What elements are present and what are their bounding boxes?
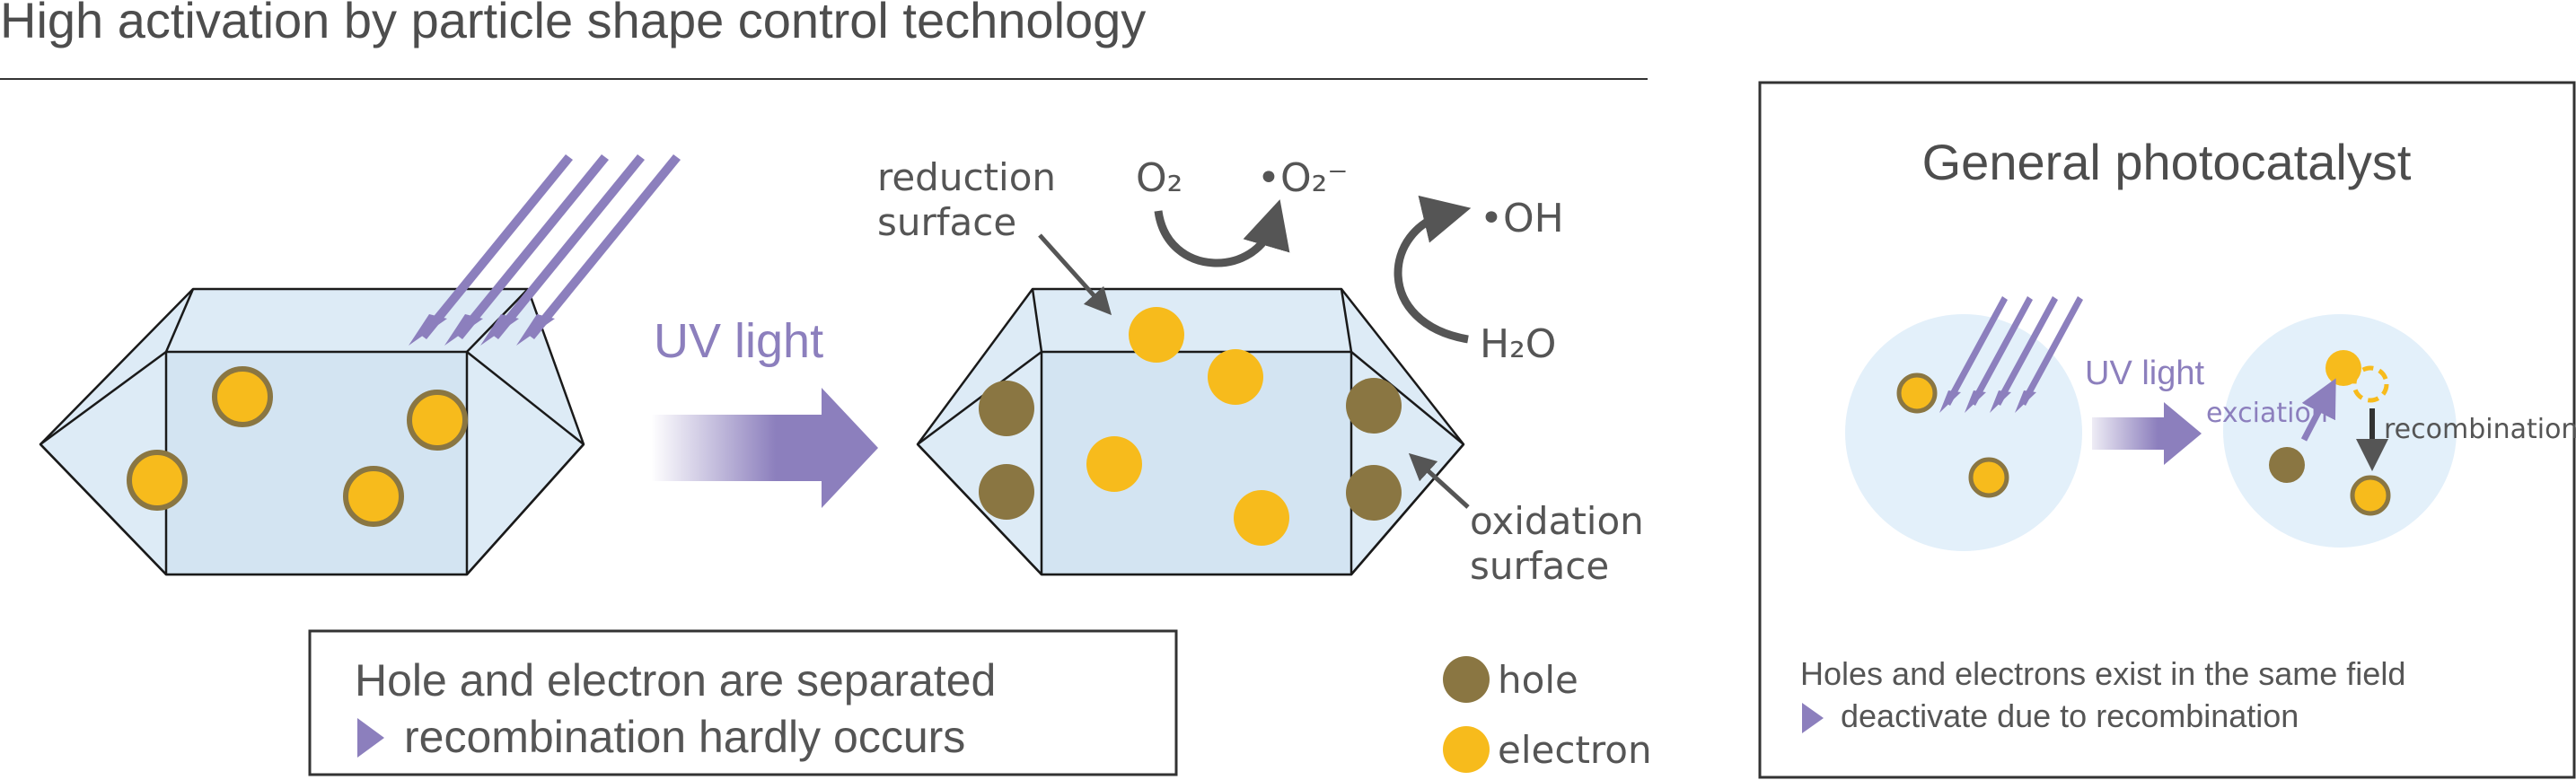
middle-electrons [1086,307,1289,546]
electron-dot [1086,436,1142,492]
legend-hole-label: hole [1498,658,1578,702]
o2-reaction-arrow [1154,199,1290,267]
hole-dot [1346,378,1402,434]
electron-dot [1208,349,1263,405]
reduction-pointer [1038,233,1112,316]
uv-rays-general [1939,296,2083,413]
electron-dot [2325,350,2361,386]
general-title: General photocatalyst [1922,134,2412,190]
o2-label: O₂ [1136,155,1182,201]
hole-dot [979,464,1034,520]
uv-rays-left [409,154,681,346]
legend-electron-dot [1443,726,1490,773]
summary-line2: recombination hardly occurs [404,712,965,762]
middle-holes [979,378,1402,521]
h2o-reaction-arrow [1394,195,1472,344]
hole-dot [1346,465,1402,521]
electron-dot [1129,307,1184,363]
electron-dot [212,366,273,427]
excitation-arrow [2300,378,2336,442]
electron-dot [1896,372,1938,414]
general-note-triangle [1802,703,1824,733]
general-uv-label: UV light [2085,355,2204,392]
hole-dot [2269,447,2305,483]
h2o-label: H₂O [1480,321,1556,367]
oxidation-surface-label: oxidation surface [1470,499,1656,588]
general-sphere-left [1845,314,2082,551]
general-note-line2: deactivate due to recombination [1841,697,2299,734]
legend-electron-label: electron [1498,728,1652,772]
hole-dot [979,381,1034,436]
reduction-surface-label: reduction surface [877,155,1068,244]
electron-dot [1968,457,2009,498]
summary-line1: Hole and electron are separated [355,655,996,706]
electron-ghost [2352,365,2389,403]
electron-dot [2350,475,2391,516]
oh-radical-label: •OH [1480,196,1564,241]
page-title: High activation by particle shape contro… [0,0,1146,48]
summary-triangle [357,718,384,758]
uv-big-arrow [651,388,878,508]
uv-light-label: UV light [654,314,823,368]
left-electrons [127,366,468,527]
electron-dot [1234,490,1289,546]
general-note-line1: Holes and electrons exist in the same fi… [1800,655,2405,692]
electron-dot [127,450,188,511]
recombination-label: recombination [2384,414,2576,445]
summary-box [308,629,1178,776]
legend-hole-dot [1443,656,1490,703]
general-sphere-right [2223,314,2457,548]
electron-dot [343,466,404,527]
general-uv-arrow [2092,402,2202,465]
o2-radical-label: •O₂⁻ [1257,155,1348,201]
oxidation-pointer [1408,452,1470,509]
electron-dot [407,390,468,451]
